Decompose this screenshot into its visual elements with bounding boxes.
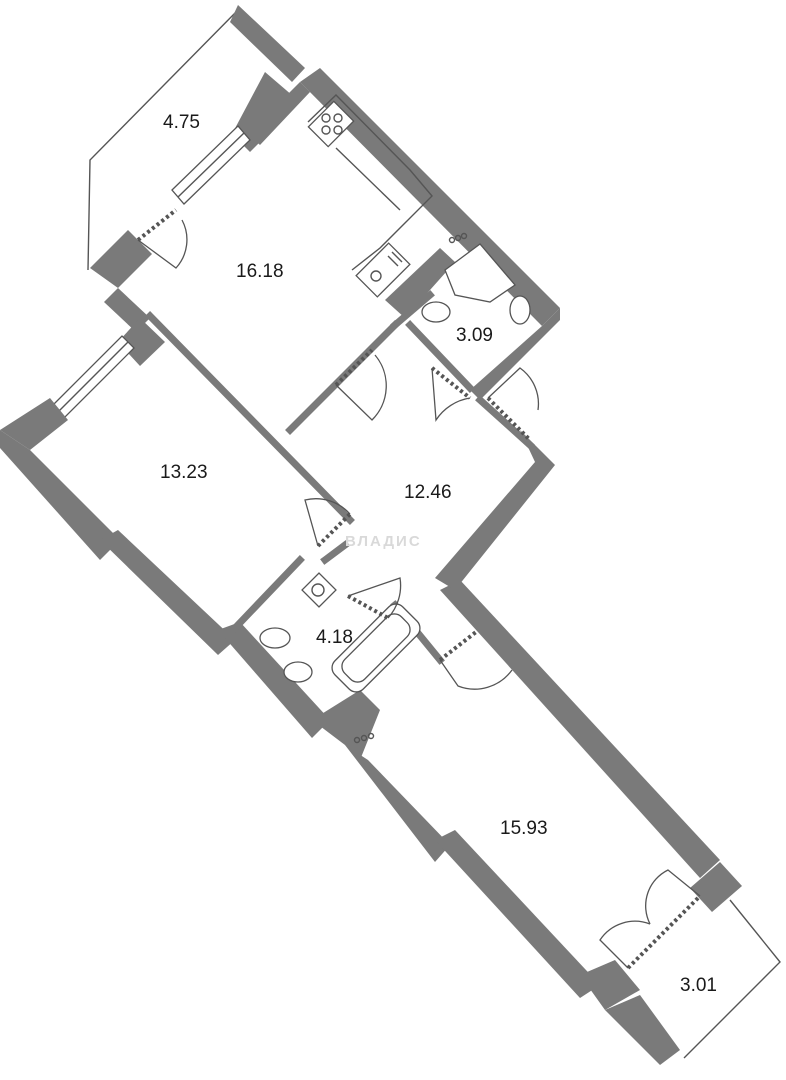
area-hallway: 12.46	[404, 482, 452, 503]
interior-walls	[145, 248, 535, 665]
bathroom-small-fixtures	[421, 232, 531, 325]
area-balcony-top: 4.75	[163, 112, 200, 133]
area-kitchen: 16.18	[236, 261, 284, 282]
door-living-room	[438, 630, 513, 690]
door-kitchen-hall	[334, 348, 387, 421]
area-bathroom-small: 3.09	[456, 325, 493, 346]
area-balcony-bottom: 3.01	[680, 975, 717, 996]
balcony-top-outline	[87, 5, 305, 271]
door-hall-storage	[486, 367, 540, 442]
door-hall-bath-small	[430, 366, 472, 422]
exterior-walls	[0, 68, 781, 1065]
door-kitchen-balcony	[136, 208, 188, 269]
bathroom-fixtures	[259, 572, 421, 744]
kitchen-counter	[307, 94, 433, 298]
window-kitchen-balcony	[171, 125, 251, 205]
door-bedroom	[304, 498, 352, 548]
watermark: ВЛАДИС	[345, 533, 422, 550]
watermark-text: ВЛАДИС	[345, 533, 422, 550]
area-bathroom: 4.18	[316, 627, 353, 648]
area-living-room: 15.93	[500, 818, 548, 839]
door-balcony-bottom	[599, 869, 702, 970]
door-bathroom	[347, 577, 402, 620]
area-bedroom: 13.23	[160, 462, 208, 483]
